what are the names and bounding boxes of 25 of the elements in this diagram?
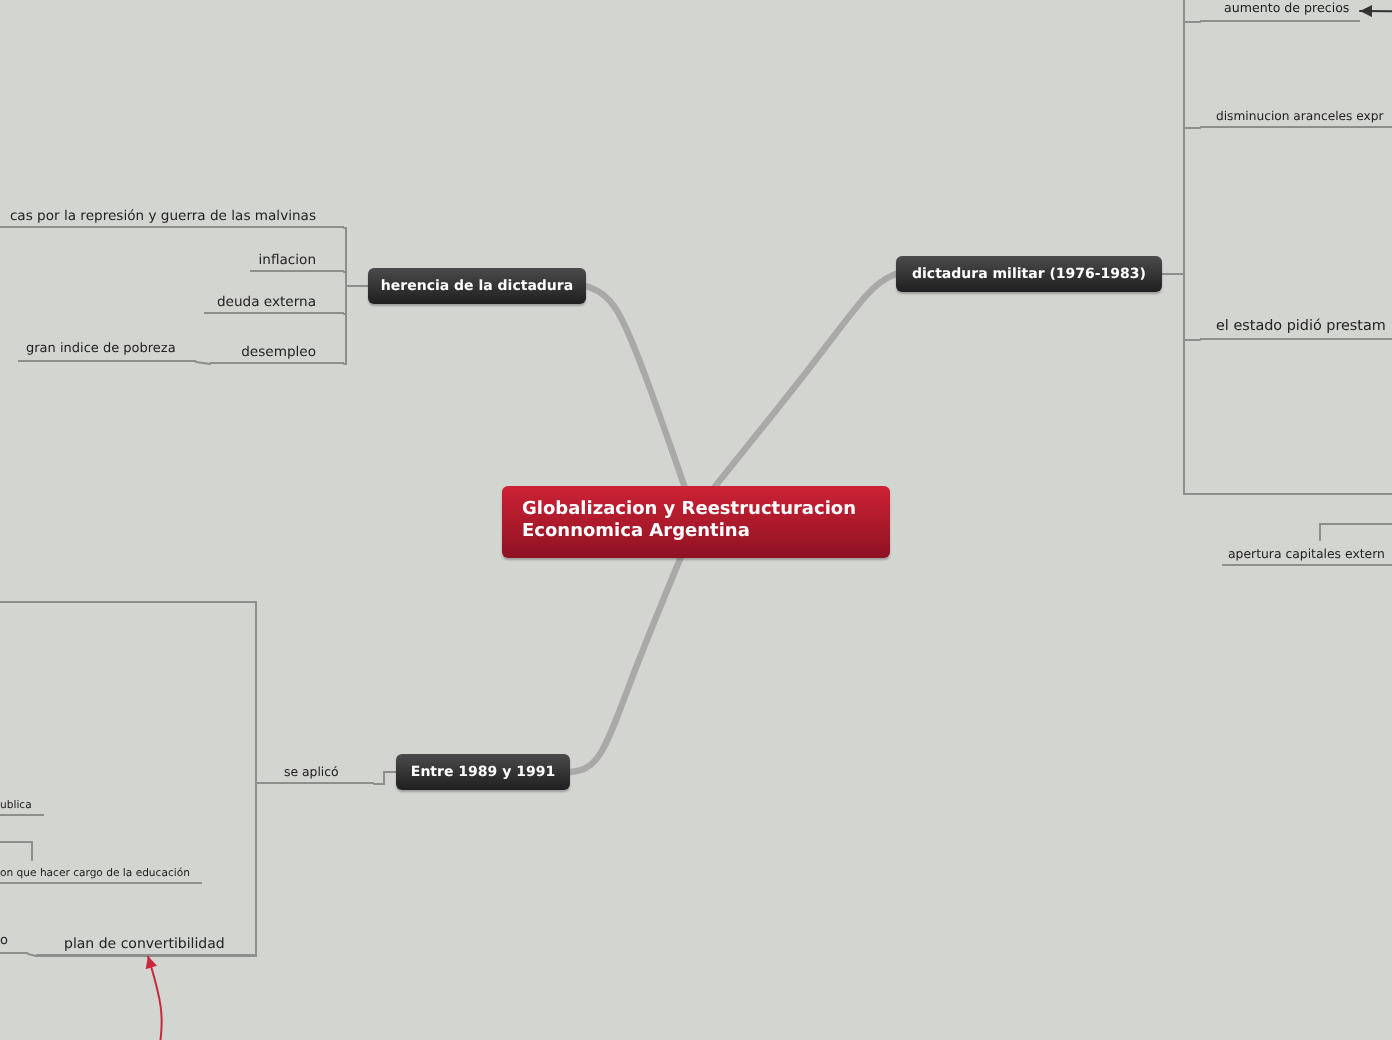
underlined-topic — [1200, 0, 1360, 22]
arrow — [1359, 5, 1392, 18]
branch-connector — [566, 554, 684, 776]
branch-connector — [712, 270, 900, 490]
topic-box — [896, 256, 1162, 292]
underlined-topic — [210, 340, 344, 364]
topic-text: Globalizacion y Reestructuracion Econnomica Argentina — [522, 500, 859, 544]
underlined-topic — [18, 338, 196, 362]
connector — [343, 285, 369, 365]
underlined-topic — [1200, 104, 1392, 128]
connector — [1161, 273, 1201, 341]
connector — [195, 361, 211, 365]
topic-box — [368, 268, 586, 304]
connector — [0, 841, 33, 861]
connector — [255, 783, 257, 957]
connector — [1319, 523, 1392, 541]
underlined-topic — [1200, 312, 1392, 340]
branch-connector — [582, 282, 688, 490]
underlined-topic — [250, 248, 344, 272]
underlined-topic — [204, 290, 344, 314]
arrow — [145, 955, 163, 1040]
topic-box — [396, 754, 570, 790]
central-topic — [502, 486, 890, 558]
connector — [373, 771, 397, 785]
connector — [27, 953, 37, 957]
